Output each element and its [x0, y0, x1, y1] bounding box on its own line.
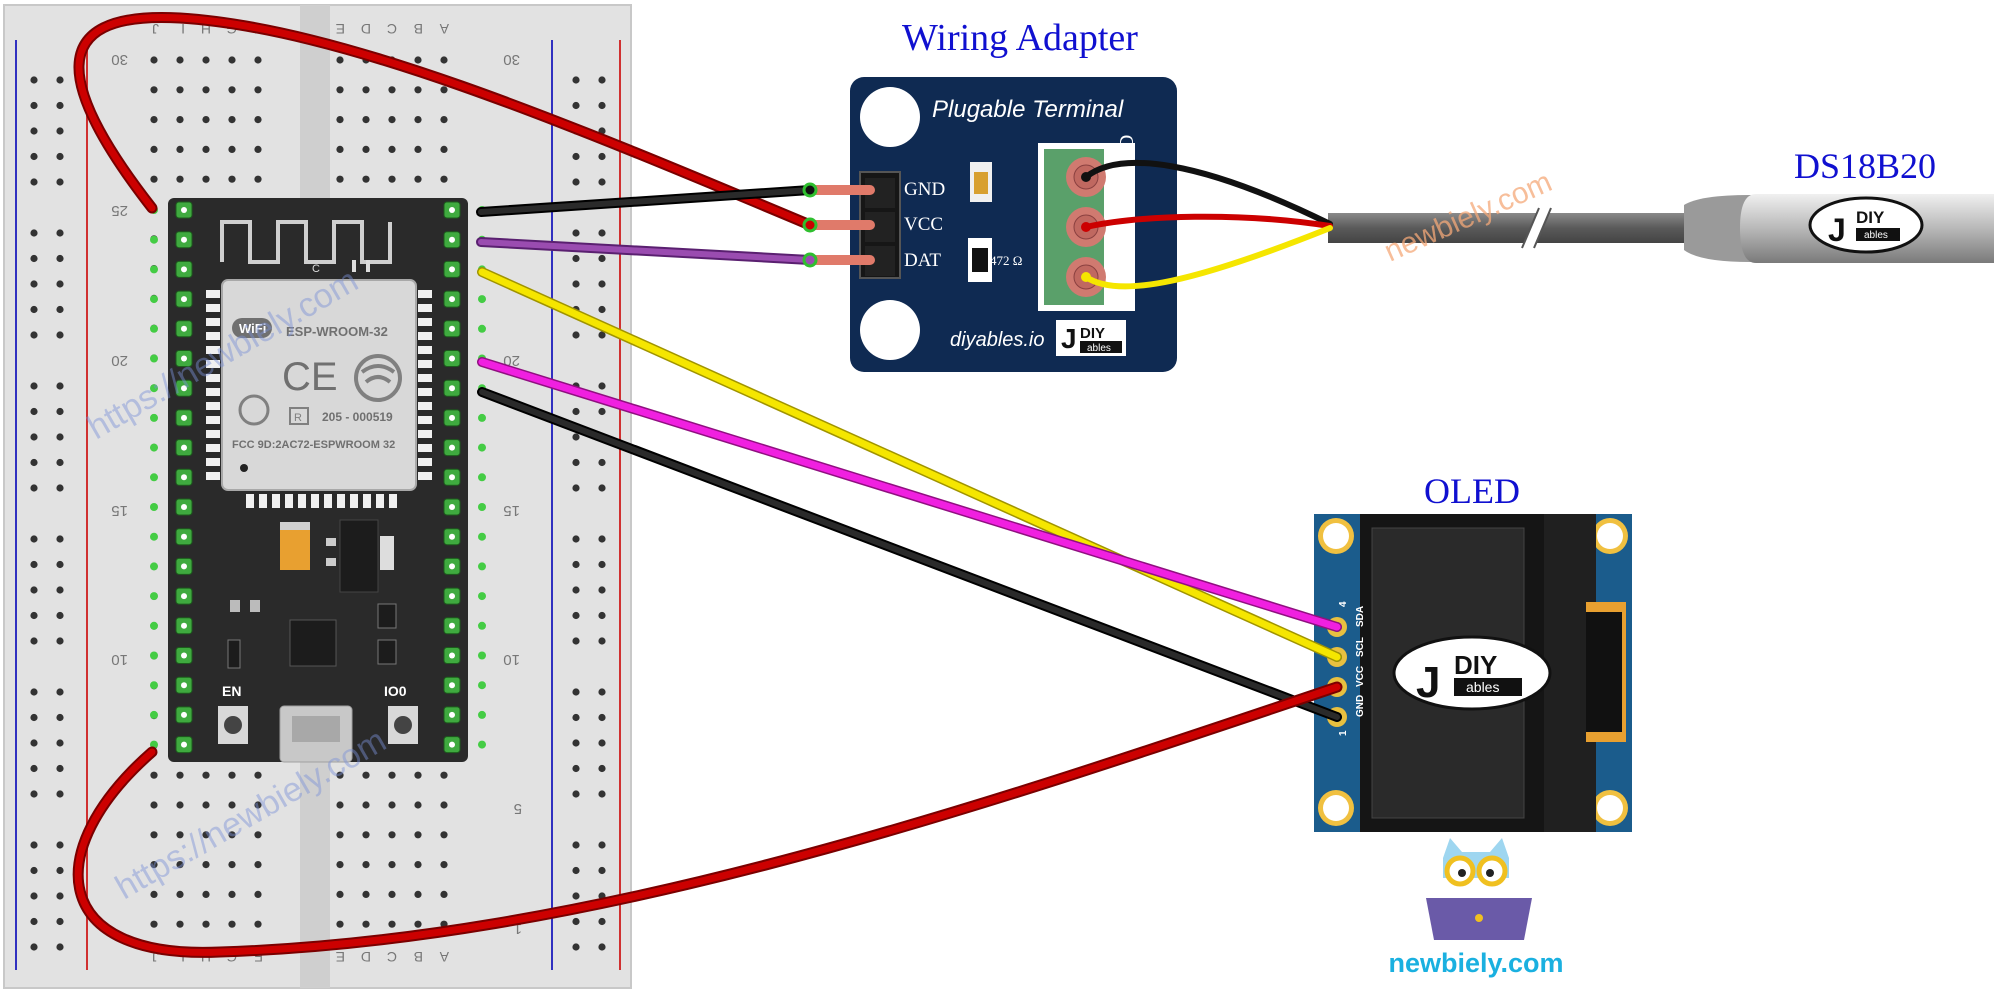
svg-text:DIY: DIY [1454, 650, 1497, 680]
sensor-wire-black [1083, 159, 1333, 227]
oled-display: J DIY ables SDA SCL VCC GND 4 1 [1314, 514, 1632, 832]
svg-text:GND: GND [1355, 695, 1366, 717]
wire-ends [802, 172, 1091, 282]
adapter-pin-dat: DAT [904, 250, 941, 271]
en-label: EN [222, 683, 241, 699]
svg-text:C: C [387, 21, 397, 37]
sensor-wire-red [1083, 213, 1333, 230]
ce-mark: CE [282, 355, 338, 399]
svg-text:GND: GND [1116, 135, 1138, 178]
wire-purple-data [478, 239, 813, 263]
svg-text:B: B [414, 949, 423, 965]
svg-text:10: 10 [111, 651, 128, 668]
adapter-pin-vcc: VCC [904, 214, 943, 235]
wire-red-vcc [75, 13, 814, 229]
ds18b20-sensor: J DIY ables newbiely.com [1328, 165, 1994, 268]
svg-text:D: D [361, 21, 371, 37]
probe-diy-logo: J DIY ables [1808, 196, 1924, 254]
cert-logo-icon [238, 394, 270, 426]
wiring-adapter: Plugable Terminal GND VCC DAT 472 Ω GND … [850, 77, 1177, 372]
svg-text:H: H [201, 21, 211, 37]
adapter-footer: diyables.io [950, 329, 1045, 351]
sensor-title: DS18B20 [1794, 146, 1936, 186]
adapter-diy-logo: J DIY ables [1056, 320, 1126, 356]
svg-text:C: C [387, 949, 397, 965]
svg-text:J: J [1061, 323, 1077, 354]
wire-red-vcc-oled [74, 683, 1341, 956]
svg-text:4: 4 [1338, 601, 1349, 607]
svg-text:VCC: VCC [1355, 666, 1366, 687]
oled-diy-logo: J DIY ables [1392, 635, 1552, 711]
module-pads [206, 290, 432, 508]
svg-text:DAT: DAT [1116, 241, 1138, 280]
terminal-pin-labels: GND VCC DAT [1116, 135, 1138, 280]
wifi-badge [232, 318, 272, 338]
pcb-antenna [220, 220, 392, 264]
svg-text:ables: ables [1087, 343, 1111, 354]
oled-pin-labels: SDA SCL VCC GND 4 1 [1338, 601, 1366, 736]
svg-text:1: 1 [1338, 730, 1349, 736]
svg-text:E: E [336, 949, 345, 965]
esp32-header-pins [150, 201, 486, 754]
svg-text:F: F [254, 949, 263, 965]
tantalum-capacitor [280, 528, 310, 570]
wire-black-gnd-oled [479, 389, 1340, 720]
io0-label: IO0 [384, 683, 407, 699]
breadboard-row-numbers: 30 30 25 20 20 15 15 10 10 5 1 [111, 51, 522, 937]
svg-text:J: J [152, 21, 159, 37]
svg-text:25: 25 [111, 202, 128, 219]
svg-text:J: J [1416, 658, 1440, 707]
wire-magenta-sda [478, 358, 1341, 631]
svg-text:5: 5 [514, 800, 522, 817]
fcc-id-text: FCC 9D:2AC72-ESPWROOM 32 [232, 439, 395, 451]
svg-text:DIY: DIY [1856, 208, 1885, 227]
wifi-badge-text: WiFi [239, 321, 266, 336]
module-name: ESP-WROOM-32 [286, 324, 388, 339]
svg-text:SCL: SCL [1355, 637, 1366, 657]
svg-text:15: 15 [503, 502, 520, 519]
svg-text:J: J [152, 949, 159, 965]
adapter-pin-gnd: GND [904, 179, 945, 200]
svg-text:15: 15 [111, 502, 128, 519]
svg-text:30: 30 [111, 51, 128, 68]
svg-text:J: J [1828, 212, 1846, 248]
footer-brand: newbiely.com [1388, 948, 1563, 978]
wire-black-gnd-adapter [478, 187, 813, 215]
wires [72, 11, 1343, 958]
svg-text:A: A [439, 949, 449, 965]
cpu-chip [289, 619, 337, 667]
antenna-mark: C [312, 263, 320, 275]
r-code-text: 205 - 000519 [322, 410, 393, 424]
sensor-cable [1328, 213, 1698, 243]
svg-text:A: A [439, 21, 449, 37]
adapter-pin-labels: GND VCC DAT [904, 179, 945, 271]
svg-text:R: R [294, 412, 302, 424]
mount-hole [860, 87, 920, 147]
adapter-title: Plugable Terminal [932, 96, 1124, 123]
svg-text:20: 20 [111, 352, 128, 369]
svg-text:30: 30 [503, 51, 520, 68]
wiring-adapter-title: Wiring Adapter [902, 17, 1138, 59]
svg-text:SDA: SDA [1355, 606, 1366, 627]
wire-yellow-scl [478, 268, 1341, 661]
resistor-label: 472 Ω [990, 253, 1022, 268]
svg-text:1: 1 [514, 920, 522, 937]
r-mark-icon [289, 407, 309, 425]
sensor-wire-yellow [1083, 225, 1333, 290]
svg-text:ables: ables [1466, 679, 1499, 695]
svg-text:I: I [181, 21, 185, 37]
svg-text:DIY: DIY [1080, 325, 1105, 342]
mount-hole [860, 300, 920, 360]
oled-title: OLED [1424, 471, 1520, 511]
svg-text:D: D [361, 949, 371, 965]
wifi-logo-icon [354, 354, 402, 402]
svg-text:10: 10 [503, 651, 520, 668]
svg-text:B: B [414, 21, 423, 37]
svg-text:ables: ables [1864, 230, 1888, 241]
newbiely-owl-logo [1426, 838, 1532, 940]
esp32-board: C WiFi ESP-WROOM-32 CE R 205 - 000519 FC… [150, 198, 486, 763]
svg-text:E: E [336, 21, 345, 37]
